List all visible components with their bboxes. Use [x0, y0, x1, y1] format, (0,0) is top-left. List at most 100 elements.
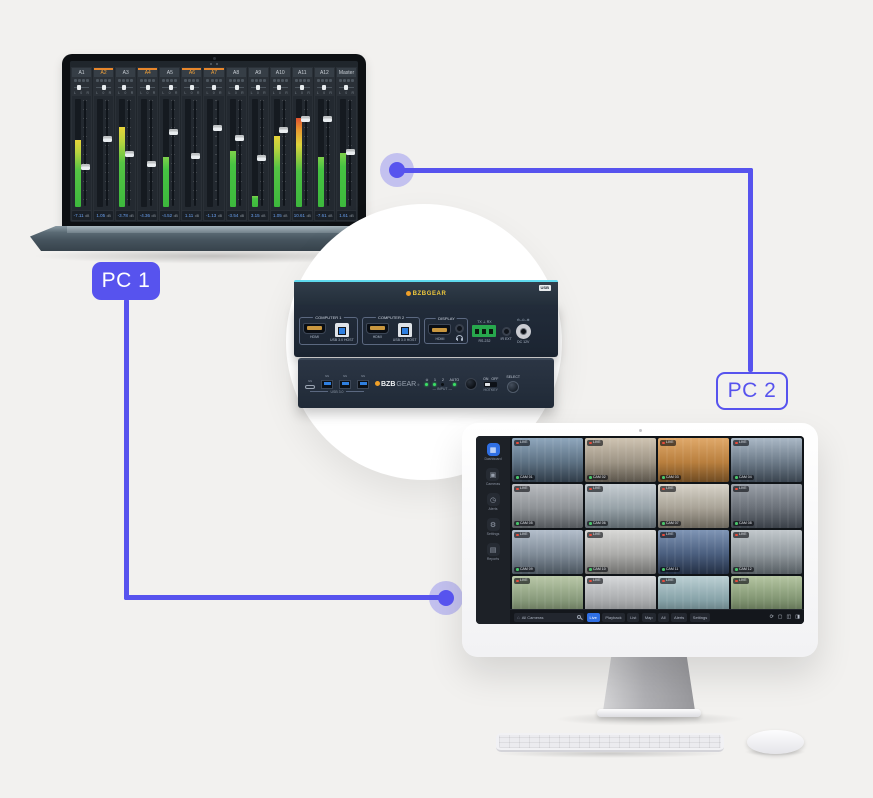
pan-slider[interactable] [96, 84, 112, 90]
camera-name: CAM 02 [587, 474, 608, 480]
pan-slider[interactable] [272, 84, 288, 90]
camera-tile[interactable]: LIVE CAM 05 [512, 484, 583, 528]
sidebar-item[interactable]: ▤ Reports [486, 543, 500, 561]
toolbar-button[interactable]: Live [586, 612, 600, 622]
fader-handle[interactable] [190, 153, 200, 160]
camera-tile[interactable]: LIVE CAM 01 [512, 438, 583, 482]
channel-control-icons[interactable] [93, 77, 114, 84]
mouse [747, 730, 804, 754]
fader-handle[interactable] [235, 135, 245, 142]
meter-bar [317, 157, 324, 207]
channel-control-icons[interactable] [336, 77, 357, 84]
camera-tile[interactable]: LIVE CAM 03 [658, 438, 729, 482]
channel-control-icons[interactable] [203, 77, 224, 84]
camera-tile[interactable]: LIVE CAM 07 [658, 484, 729, 528]
toolbar-icon[interactable]: ⟳ [769, 614, 774, 620]
fader-handle[interactable] [301, 115, 311, 122]
channel-control-icons[interactable] [137, 77, 158, 84]
channel-control-icons[interactable] [292, 77, 313, 84]
channel-control-icons[interactable] [159, 77, 180, 84]
pan-slider[interactable] [294, 84, 310, 90]
fader-handle[interactable] [213, 124, 223, 131]
channel-control-icons[interactable] [115, 77, 136, 84]
pan-slider[interactable] [184, 84, 200, 90]
hotkey-switch[interactable] [484, 381, 498, 387]
fader-handle[interactable] [257, 154, 267, 161]
sidebar-item[interactable]: ⚙ Settings [486, 518, 500, 536]
sidebar-item[interactable]: ▣ Cameras [486, 468, 500, 486]
pan-slider[interactable] [162, 84, 178, 90]
camera-tile[interactable]: LIVE CAM 10 [585, 530, 656, 574]
camera-tile[interactable]: LIVE CAM 12 [731, 530, 802, 574]
toolbar-icon[interactable]: ▢ [777, 614, 783, 620]
camera-tile[interactable]: LIVE CAM 04 [731, 438, 802, 482]
fader-handle[interactable] [80, 163, 90, 170]
record-dot-icon [516, 441, 519, 444]
pan-slider[interactable] [338, 84, 355, 90]
camera-name: CAM 11 [660, 566, 681, 572]
toolbar-button[interactable]: Settings [689, 612, 711, 622]
pan-slider[interactable] [140, 84, 156, 90]
toolbar-button[interactable]: All [658, 612, 669, 622]
imac-screen: ▦ Dashboard ▣ Cameras ◷ Alerts ⚙ [476, 436, 804, 624]
channel-name: A5 [160, 68, 180, 77]
pan-slider[interactable] [228, 84, 244, 90]
toolbar-icon[interactable]: ◨ [795, 614, 800, 620]
fader-handle[interactable] [345, 148, 355, 155]
record-dot-icon [735, 579, 738, 582]
fader-handle[interactable] [102, 136, 112, 143]
live-badge: LIVE [514, 532, 530, 538]
fader-handle[interactable] [279, 127, 289, 134]
pan-slider[interactable] [250, 84, 266, 90]
fader-handle[interactable] [323, 115, 333, 122]
camera-tile[interactable]: LIVE CAM 02 [585, 438, 656, 482]
channel-control-icons[interactable] [270, 77, 291, 84]
toolbar-button[interactable]: Playback [602, 612, 625, 622]
sidebar-item[interactable]: ◷ Alerts [486, 493, 500, 511]
select-button[interactable] [507, 380, 520, 393]
fader-handle[interactable] [168, 129, 178, 136]
live-badge: LIVE [514, 440, 530, 446]
live-badge: LIVE [660, 578, 676, 584]
camera-tile[interactable]: LIVE CAM 08 [731, 484, 802, 528]
level-meter [204, 96, 224, 210]
toolbar-button[interactable]: Alerts [671, 612, 688, 622]
sidebar-item-icon: ◷ [486, 493, 500, 506]
meter-bar [339, 153, 346, 207]
record-dot-icon [662, 533, 665, 536]
fader-track [106, 100, 109, 206]
fader-track [84, 100, 87, 206]
camera-tile[interactable]: LIVE CAM 11 [658, 530, 729, 574]
pan-slider[interactable] [206, 84, 222, 90]
camera-search-input[interactable]: ⌂ All Cameras [514, 612, 584, 622]
usb-b-host-port [397, 322, 412, 337]
pan-slider[interactable] [118, 84, 134, 90]
toolbar-button[interactable]: List [627, 612, 640, 622]
pan-slider[interactable] [74, 84, 90, 90]
ir-window [465, 378, 478, 390]
toolbar-icon[interactable]: ◫ [786, 614, 792, 620]
toolbar-button[interactable]: Map [641, 612, 656, 622]
channel-control-icons[interactable] [248, 77, 269, 84]
fader-handle[interactable] [124, 151, 134, 158]
channel-control-icons[interactable] [181, 77, 202, 84]
camera-tile[interactable]: LIVE CAM 06 [585, 484, 656, 528]
input-led: ⊙ [425, 378, 429, 386]
channel-control-icons[interactable] [314, 77, 335, 84]
channel-control-icons[interactable] [71, 77, 92, 84]
brand-logo-icon [405, 291, 411, 296]
channel-control-icons[interactable] [226, 77, 247, 84]
pan-slider[interactable] [316, 84, 333, 90]
sidebar-item[interactable]: ▦ Dashboard [484, 443, 502, 461]
online-dot-icon [589, 476, 592, 479]
fader-handle[interactable] [146, 161, 156, 168]
camera-tile[interactable]: LIVE CAM 09 [512, 530, 583, 574]
online-dot-icon [662, 522, 665, 525]
usb-b-host-port [334, 322, 349, 337]
surveillance-toolbar: ⌂ All Cameras Live Playback List M [510, 609, 804, 624]
